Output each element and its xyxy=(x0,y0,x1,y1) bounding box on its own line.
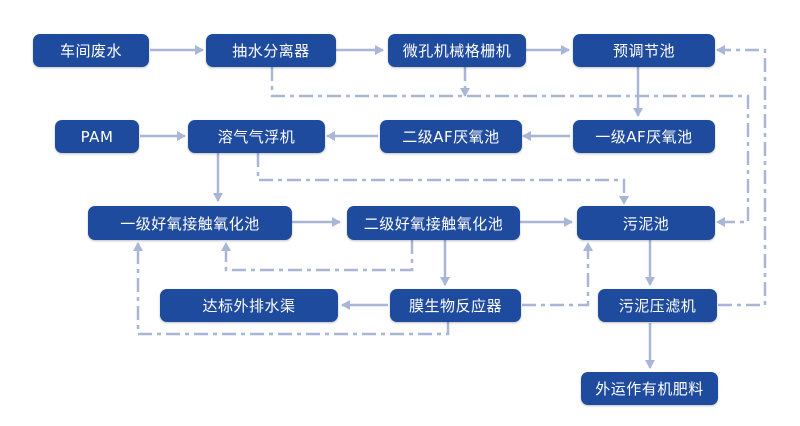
node-label: 抽水分离器 xyxy=(232,42,310,60)
node-label: 污泥池 xyxy=(622,214,670,233)
node-label: 一级AF厌氧池 xyxy=(595,128,693,146)
node-label: 二级好氧接触氧化池 xyxy=(363,214,504,233)
dashed-mbr-to-sludge-tank xyxy=(522,242,593,307)
node-discharge-channel: 达标外排水渠 xyxy=(160,289,338,322)
node-sludge-tank: 污泥池 xyxy=(577,206,715,240)
node-label: 外运作有机肥料 xyxy=(595,380,704,398)
node-sludge-press: 污泥压滤机 xyxy=(598,289,717,322)
dashed-press-to-equalization xyxy=(716,45,767,307)
dashed-contact2-to-contact1 xyxy=(221,240,414,272)
node-label: 预调节池 xyxy=(612,42,675,60)
node-label: PAM xyxy=(80,127,114,146)
dashed-separator-to-sludge-tank xyxy=(270,67,750,227)
dashed-mbr-to-contact1 xyxy=(133,242,450,336)
node-contact-oxidation-2: 二级好氧接触氧化池 xyxy=(347,206,520,240)
node-mbr: 膜生物反应器 xyxy=(390,289,521,322)
node-workshop-wastewater: 车间废水 xyxy=(33,34,149,67)
node-label: 车间废水 xyxy=(59,42,122,60)
dashed-daf-to-sludge-tank xyxy=(256,153,629,205)
node-label: 膜生物反应器 xyxy=(408,297,502,315)
node-pam: PAM xyxy=(55,120,139,153)
node-label: 二级AF厌氧池 xyxy=(402,128,500,146)
node-equalization-tank: 预调节池 xyxy=(573,34,715,67)
node-label: 溶气气浮机 xyxy=(217,128,296,146)
node-pump-separator: 抽水分离器 xyxy=(206,34,336,67)
node-af1: 一级AF厌氧池 xyxy=(573,120,715,153)
node-label: 污泥压滤机 xyxy=(618,297,697,315)
node-af2: 二级AF厌氧池 xyxy=(380,120,522,153)
node-label: 一级好氧接触氧化池 xyxy=(120,214,260,233)
node-label: 达标外排水渠 xyxy=(202,297,296,315)
node-organic-fertilizer: 外运作有机肥料 xyxy=(581,372,718,405)
node-micro-screen: 微孔机械格栅机 xyxy=(388,34,526,67)
node-label: 微孔机械格栅机 xyxy=(402,42,512,60)
node-contact-oxidation-1: 一级好氧接触氧化池 xyxy=(88,206,292,240)
node-daf: 溶气气浮机 xyxy=(188,120,325,153)
